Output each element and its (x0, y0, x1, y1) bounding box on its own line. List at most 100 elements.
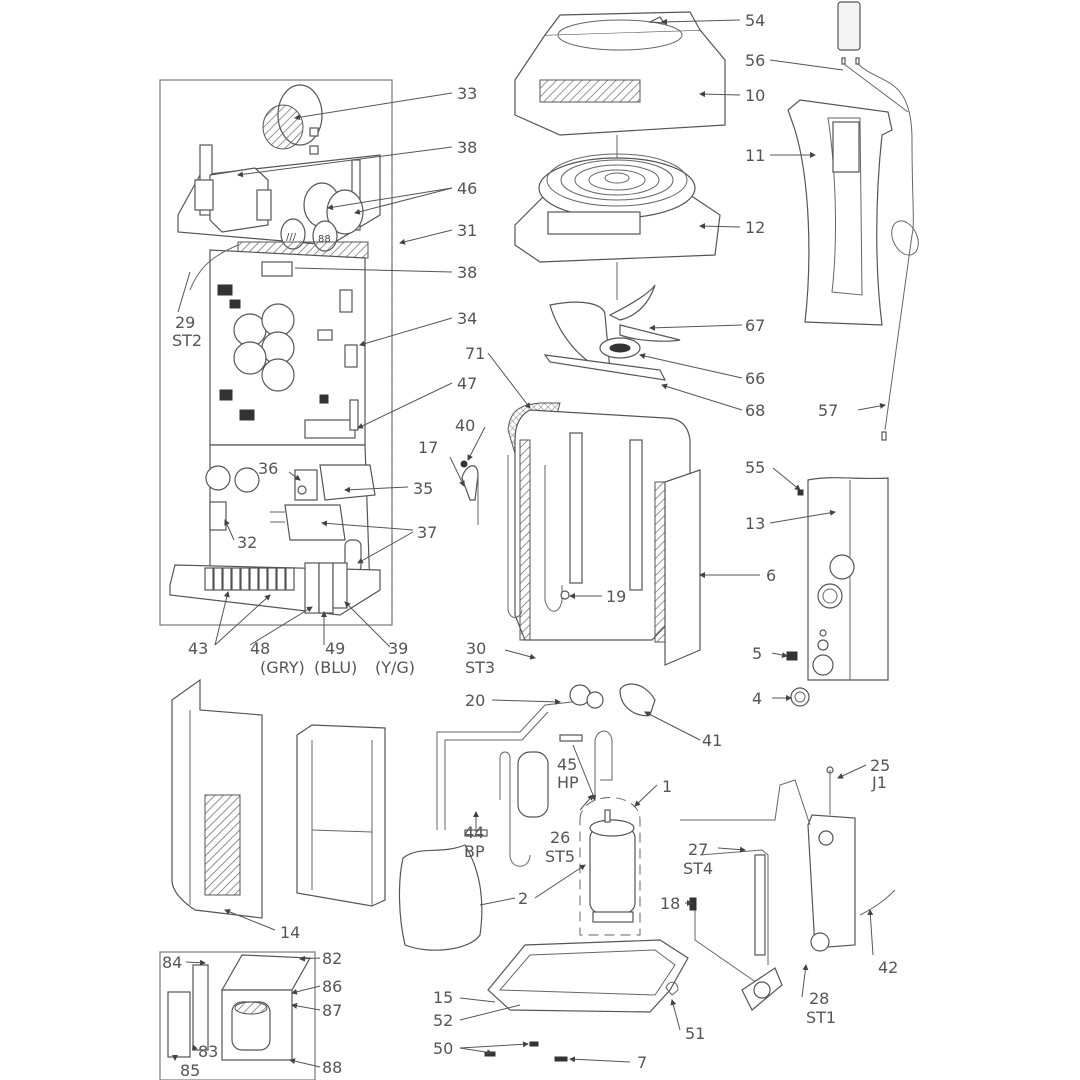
callout-36: 36 (258, 459, 278, 478)
part-85-panel (167, 991, 191, 1058)
callout-12: 12 (745, 218, 765, 237)
callout-2: 2 (518, 889, 528, 908)
callout-34: 34 (457, 309, 477, 328)
callout-44: 44 (464, 823, 484, 842)
part-50-screws (484, 1041, 539, 1057)
callout-39: 39 (388, 639, 408, 658)
part-19-valve (560, 590, 570, 600)
callout-28-sub: ST1 (806, 1008, 836, 1027)
callout-48: 48 (250, 639, 270, 658)
part-39-terminal-yellow-green (332, 562, 348, 609)
callout-17: 17 (418, 438, 438, 457)
knockout-hole (205, 465, 231, 491)
callout-86: 86 (322, 977, 342, 996)
callout-18: 18 (660, 894, 680, 913)
callout-25: 25 (870, 756, 890, 775)
part-51-bracket (665, 981, 679, 996)
part-10-top-cover (514, 11, 726, 136)
callout-labels: 54 56 10 11 12 33 38 46 31 38 29 ST2 34 … (162, 11, 898, 1080)
callout-28: 28 (809, 989, 829, 1008)
callout-51: 51 (685, 1024, 705, 1043)
part-11-corner-panel (787, 99, 893, 326)
part-13-side-panel (807, 477, 889, 681)
part-57-signal-cable (857, 63, 914, 431)
callout-27-sub: ST4 (683, 859, 713, 878)
part-82-top (220, 954, 312, 991)
callout-10: 10 (745, 86, 765, 105)
callout-25-sub: J1 (871, 773, 887, 792)
callout-43: 43 (188, 639, 208, 658)
callout-14: 14 (280, 923, 300, 942)
callout-48-sub: (GRY) (260, 658, 305, 677)
callout-85: 85 (180, 1061, 200, 1080)
callout-32: 32 (237, 533, 257, 552)
callout-67: 67 (745, 316, 765, 335)
callout-31: 31 (457, 221, 477, 240)
callout-39-sub: (Y/G) (375, 658, 415, 677)
callout-84: 84 (162, 953, 182, 972)
part-67-fan-blade (549, 284, 681, 371)
callout-13: 13 (745, 514, 765, 533)
callout-71: 71 (465, 344, 485, 363)
callout-54: 54 (745, 11, 765, 30)
part-49-terminal-blue (318, 562, 334, 614)
part-43-terminal-strip (204, 567, 295, 591)
part-17-40-sensor (460, 460, 479, 525)
callout-5: 5 (752, 644, 762, 663)
svg-text:///: /// (286, 232, 297, 243)
svg-text:88: 88 (318, 234, 331, 245)
callout-7: 7 (637, 1053, 647, 1072)
callout-49-sub: (BLU) (314, 658, 357, 677)
callout-68: 68 (745, 401, 765, 420)
callout-11: 11 (745, 146, 765, 165)
sensor-wire-29 (189, 244, 239, 291)
part-12-fan-grille (514, 153, 721, 263)
part-35-contactor (294, 464, 376, 501)
leader-lines (172, 18, 886, 1068)
callout-45: 45 (557, 755, 577, 774)
callout-20: 20 (465, 691, 485, 710)
electrical-box-frame (159, 79, 393, 626)
part-6-evaporator-coil (507, 402, 701, 666)
callout-42: 42 (878, 958, 898, 977)
callout-1: 1 (662, 777, 672, 796)
callout-26: 26 (550, 828, 570, 847)
part-83-panel (192, 964, 209, 1051)
callout-41: 41 (702, 731, 722, 750)
heat-exchanger-assembly (680, 766, 896, 986)
part-54-display-module (837, 1, 861, 65)
callout-57: 57 (818, 401, 838, 420)
callout-55: 55 (745, 458, 765, 477)
callout-83: 83 (198, 1042, 218, 1061)
callout-38-board: 38 (457, 263, 477, 282)
part-38-transformer (194, 167, 272, 233)
part-18-sensor (689, 897, 697, 911)
part-15-base-tray (487, 939, 689, 1013)
cable-loop (891, 220, 919, 256)
part-14-front-panel (171, 678, 263, 919)
callout-6: 6 (766, 566, 776, 585)
part-2-insulation-jacket (398, 844, 483, 951)
callout-29: 29 (175, 313, 195, 332)
callout-46: 46 (457, 179, 477, 198)
callout-4: 4 (752, 689, 762, 708)
callout-15: 15 (433, 988, 453, 1007)
installation-inset (159, 951, 316, 1080)
callout-87: 87 (322, 1001, 342, 1020)
part-56-display-cable (843, 63, 909, 113)
part-48-terminal-gray (304, 562, 320, 614)
part-20-piping-assembly (436, 684, 613, 867)
cable-connector (881, 431, 887, 441)
part-32-terminal (209, 501, 227, 531)
part-68-motor-bracket (543, 354, 667, 381)
part-33-inductor-coil (262, 84, 323, 155)
part-accumulator (517, 751, 549, 818)
service-frame (296, 724, 386, 907)
part-4-grommet (790, 687, 810, 707)
callout-38-transformer: 38 (457, 138, 477, 157)
callout-56: 56 (745, 51, 765, 70)
callout-37: 37 (417, 523, 437, 542)
part-4-grommet-inner (794, 691, 806, 703)
callout-30: 30 (466, 639, 486, 658)
